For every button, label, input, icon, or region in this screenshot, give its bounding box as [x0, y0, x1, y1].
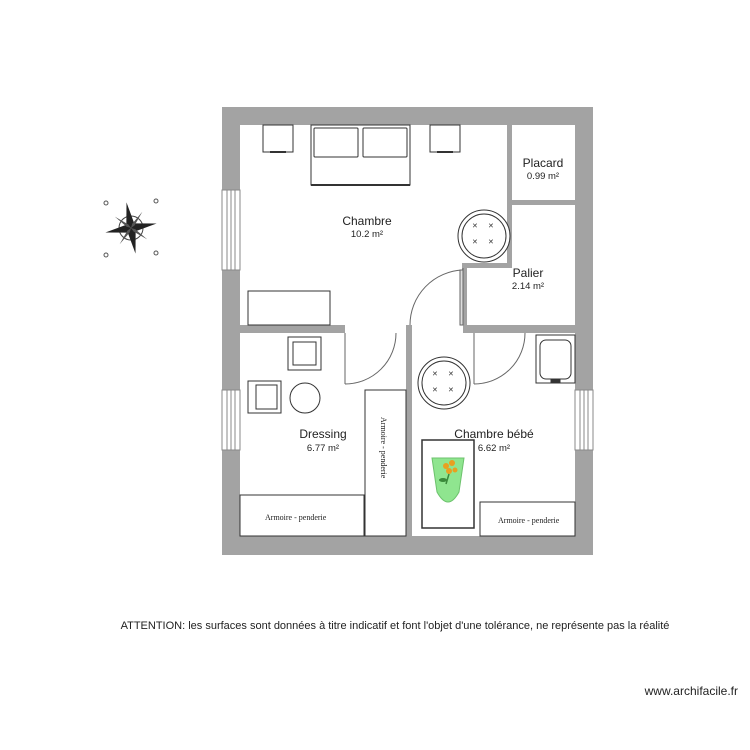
nightstand-right [429, 124, 461, 153]
compass-rose-icon [103, 198, 159, 258]
window-chambre-bebe [574, 389, 594, 451]
room-area-dressing: 6.77 m² [307, 443, 339, 454]
svg-text:✕: ✕ [448, 387, 454, 394]
door-chambre [409, 268, 464, 326]
svg-text:✕: ✕ [488, 223, 494, 230]
changing-unit [535, 334, 576, 384]
armchair-dressing-top [287, 336, 322, 371]
svg-text:✕: ✕ [488, 239, 494, 246]
svg-text:✕: ✕ [472, 223, 478, 230]
room-label-chambre: Chambre [342, 214, 392, 228]
window-dressing [221, 389, 241, 451]
bed [310, 124, 411, 186]
window-chambre [221, 189, 241, 271]
room-area-chambre-bebe: 6.62 m² [478, 443, 510, 454]
wardrobe-bebe [479, 501, 576, 537]
round-ottoman-bebe: ✕ ✕ ✕ ✕ [417, 356, 471, 410]
room-area-placard: 0.99 m² [527, 171, 559, 182]
svg-text:✕: ✕ [432, 371, 438, 378]
wardrobe-bebe-label: Armoire - penderie [498, 516, 560, 525]
room-label-palier: Palier [513, 266, 544, 280]
disclaimer-notice: ATTENTION: les surfaces sont données à t… [120, 620, 670, 632]
door-chambre-bebe [473, 332, 526, 385]
desk-chambre [247, 290, 331, 326]
wardrobe-dressing-bottom [239, 494, 365, 537]
svg-text:✕: ✕ [432, 387, 438, 394]
room-label-dressing: Dressing [299, 427, 346, 441]
wardrobe-dressing-bottom-label: Armoire - penderie [265, 513, 327, 522]
wardrobe-dressing-vertical [364, 389, 407, 537]
baby-crib [421, 439, 475, 529]
room-label-placard: Placard [523, 156, 564, 170]
round-table-dressing [289, 382, 321, 414]
room-area-chambre: 10.2 m² [351, 229, 383, 240]
round-ottoman-chambre: ✕ ✕ ✕ ✕ [457, 209, 511, 263]
svg-text:✕: ✕ [448, 371, 454, 378]
door-dressing [344, 332, 397, 385]
svg-text:✕: ✕ [472, 239, 478, 246]
room-label-chambre-bebe: Chambre bébé [454, 427, 534, 441]
website-credit: www.archifacile.fr [644, 684, 738, 698]
armchair-dressing-left [247, 380, 282, 414]
nightstand-left [262, 124, 294, 153]
flower-icon [439, 460, 458, 485]
room-area-palier: 2.14 m² [512, 281, 544, 292]
wardrobe-dressing-vertical-label: Armoire - penderie [379, 417, 388, 479]
